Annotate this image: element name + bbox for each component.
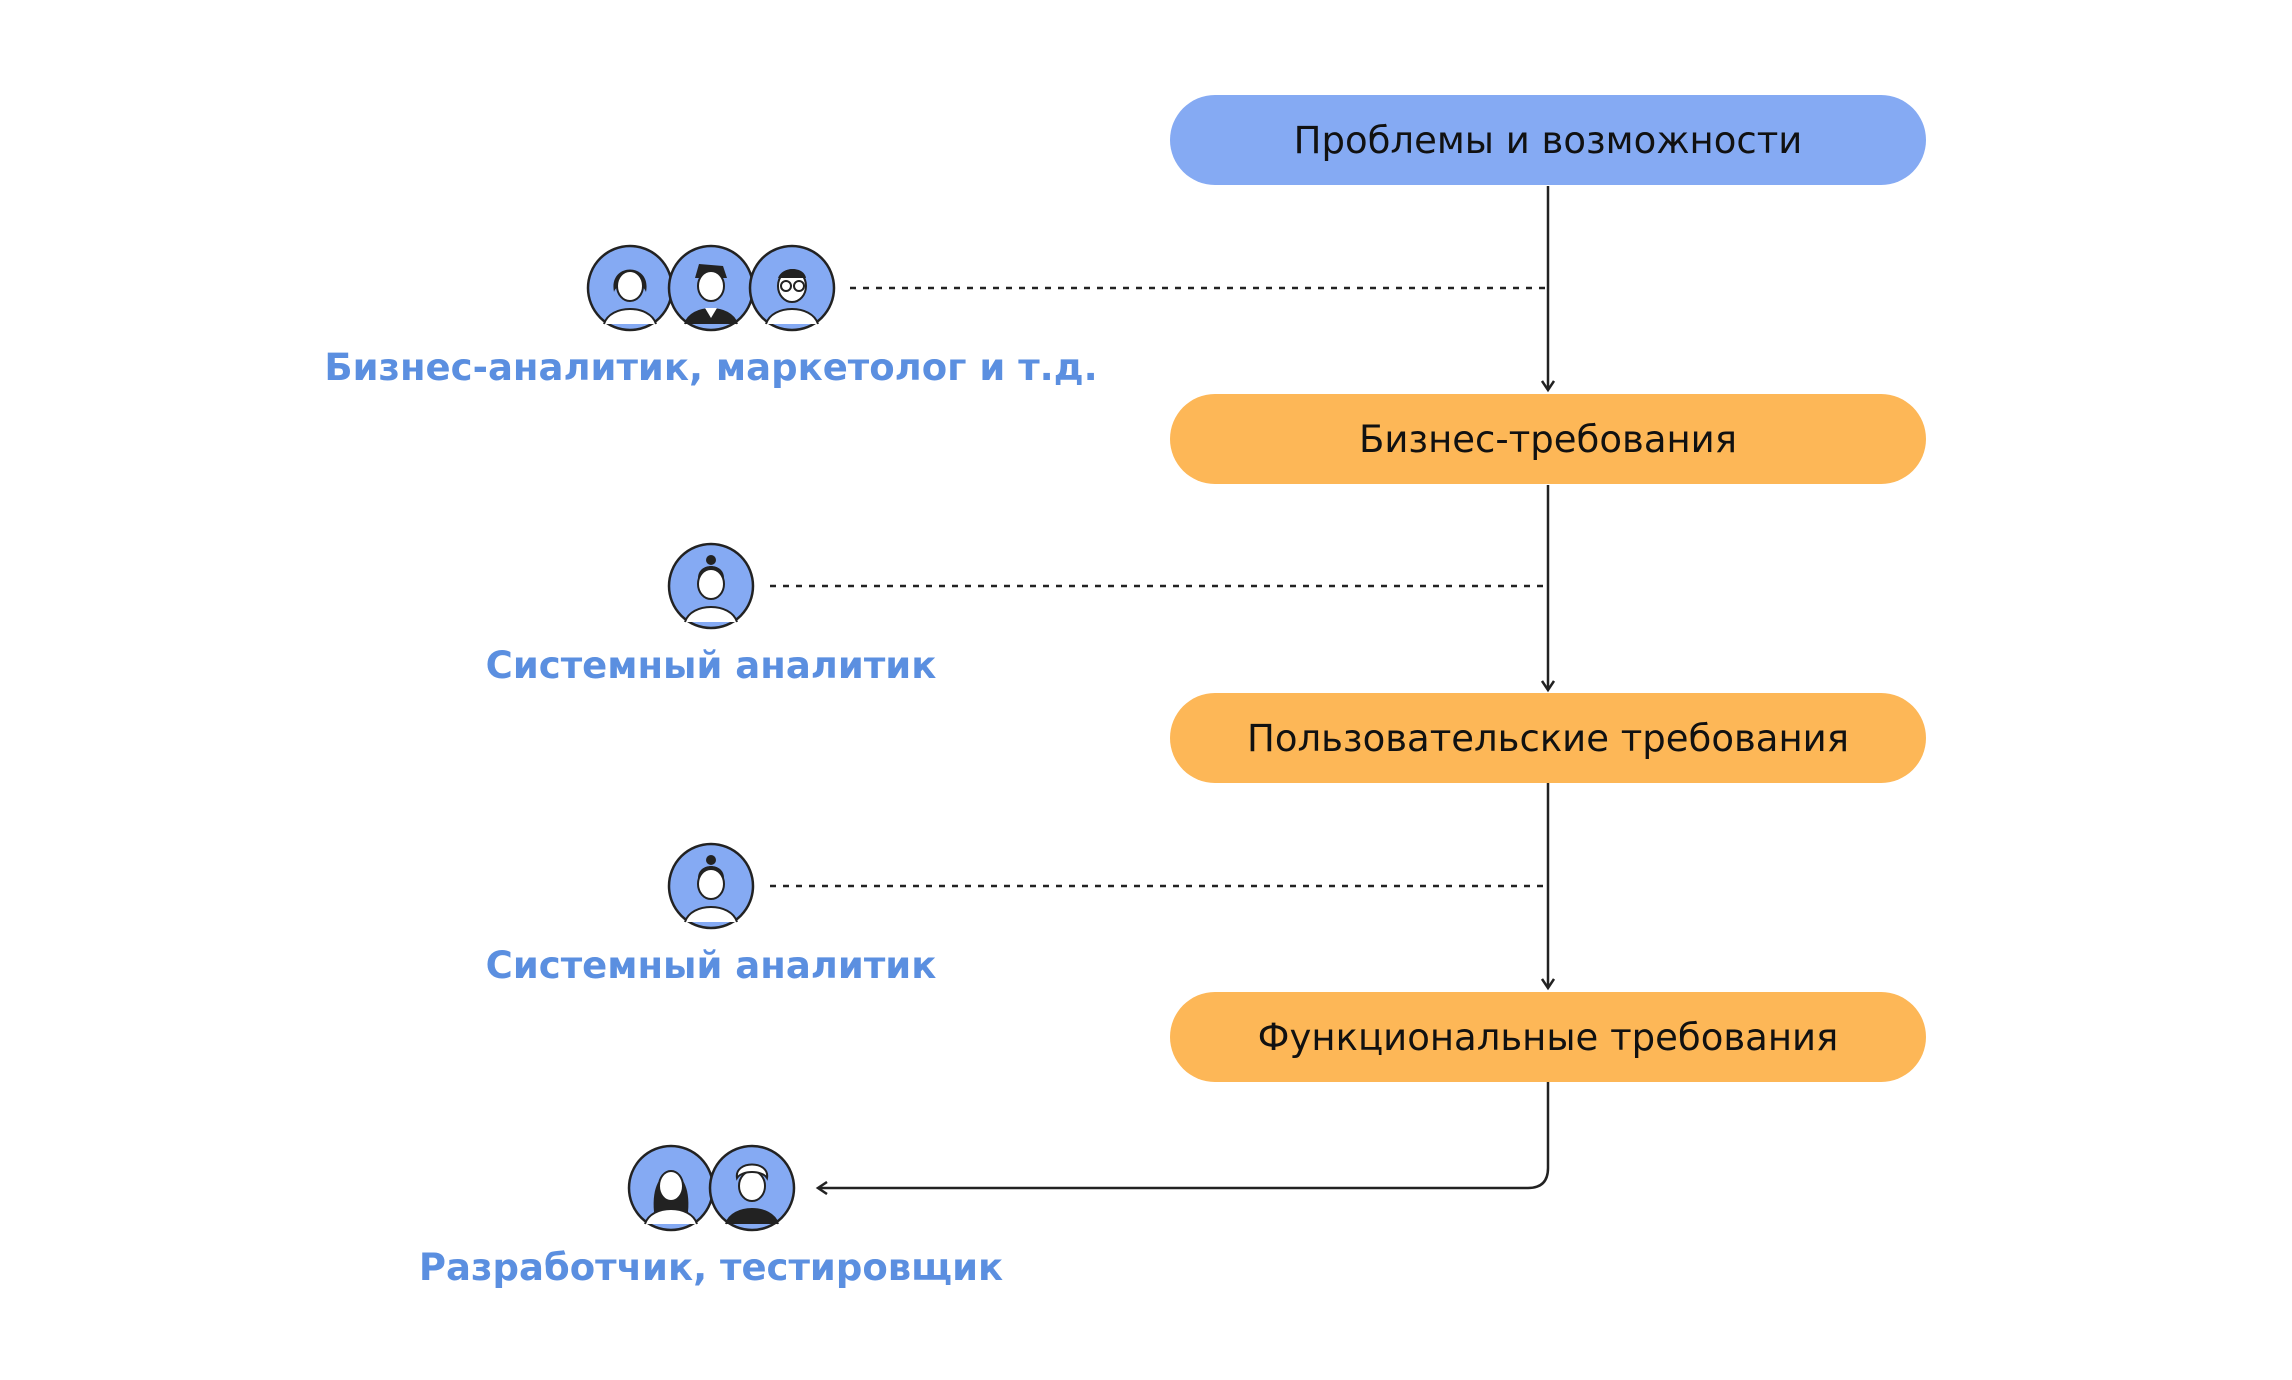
stage-business-requirements: Бизнес-требования	[1170, 394, 1926, 484]
stage-functional-requirements: Функциональные требования	[1170, 992, 1926, 1082]
analyst-avatar-icon	[667, 542, 755, 630]
analyst-avatar-icon	[667, 842, 755, 930]
man-with-glasses-avatar-icon	[748, 244, 836, 332]
tester-avatar-icon	[708, 1144, 796, 1232]
man-avatar-icon	[667, 244, 755, 332]
stage-problems: Проблемы и возможности	[1170, 95, 1926, 185]
role-label-system-analyst-1: Системный аналитик	[485, 644, 937, 687]
stage-label: Функциональные требования	[1257, 1015, 1839, 1059]
stage-label: Проблемы и возможности	[1293, 118, 1803, 162]
flow-arrow-4	[818, 1082, 1550, 1188]
woman-avatar-icon	[586, 244, 674, 332]
role-label-dev-qa: Разработчик, тестировщик	[418, 1246, 1004, 1289]
stage-user-requirements: Пользовательские требования	[1170, 693, 1926, 783]
developer-avatar-icon	[627, 1144, 715, 1232]
role-label-system-analyst-2: Системный аналитик	[485, 944, 937, 987]
stage-label: Пользовательские требования	[1247, 716, 1849, 760]
role-label-business: Бизнес-аналитик, маркетолог и т.д.	[324, 346, 1098, 389]
stage-label: Бизнес-требования	[1359, 417, 1737, 461]
